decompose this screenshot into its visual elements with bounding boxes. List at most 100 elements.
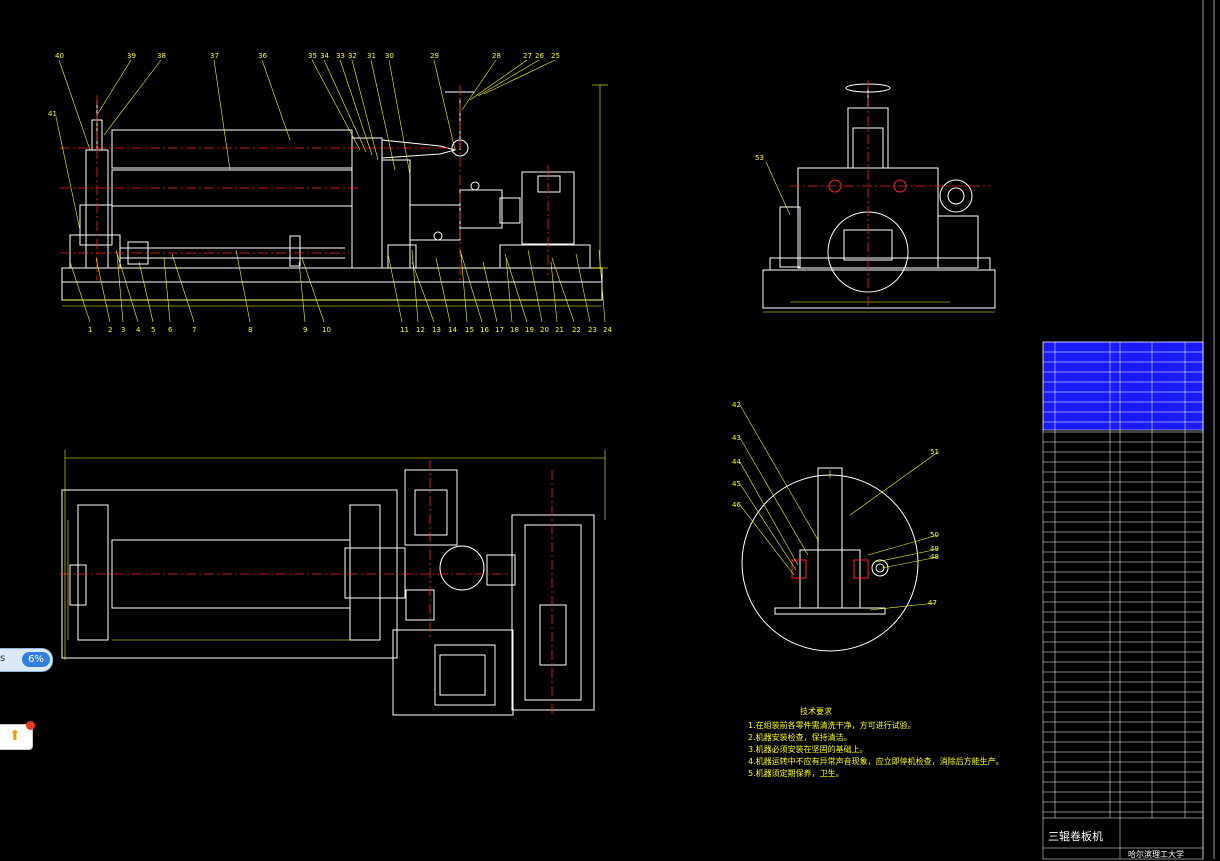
leader-line xyxy=(411,249,419,323)
side-view-centerlines xyxy=(790,80,990,308)
part-number-label: 33 xyxy=(336,52,345,60)
leader-line xyxy=(103,59,162,136)
part-number-label: 27 xyxy=(523,52,532,60)
front-view-centerlines xyxy=(60,85,549,280)
notification-dot-icon xyxy=(26,721,35,730)
part-number-label: 6 xyxy=(168,326,173,334)
leader-line xyxy=(482,261,498,323)
leader-line xyxy=(351,59,379,161)
leader-line xyxy=(96,59,132,116)
leader-line xyxy=(881,556,939,569)
part-number-label: 1 xyxy=(88,326,92,334)
part-number-label: 16 xyxy=(480,326,489,334)
leader-line xyxy=(477,59,540,97)
tech-req-title: 技术要求 xyxy=(800,706,832,716)
leader-line xyxy=(171,253,195,323)
zoom-prefix-text: s xyxy=(0,653,6,664)
part-number-label: 8 xyxy=(248,326,252,334)
part-number-label: 41 xyxy=(48,110,57,118)
leader-line xyxy=(504,253,528,323)
title-block-school: 哈尔滨理工大学 xyxy=(1128,849,1184,859)
tech-req-line-2: 2.机器安装检查，保持清洁。 xyxy=(748,732,852,742)
floating-tool-button[interactable]: ⬆ xyxy=(0,721,35,750)
leader-line xyxy=(551,257,575,323)
zoom-indicator-widget[interactable]: s 6% xyxy=(0,648,53,672)
leader-line xyxy=(433,59,456,151)
tech-req-line-4: 4.机器运转中不应有异常声音现象，应立即停机检查，消除后方能生产。 xyxy=(748,756,1004,766)
part-number-label: 13 xyxy=(432,326,441,334)
leader-line xyxy=(235,249,251,323)
part-number-label: 43 xyxy=(732,434,741,442)
part-number-label: 12 xyxy=(416,326,425,334)
part-number-label: 32 xyxy=(348,52,357,60)
zoom-percent-badge: 6% xyxy=(22,652,50,667)
leader-line xyxy=(460,253,468,323)
part-number-label: 44 xyxy=(732,458,741,466)
leader-line xyxy=(298,261,306,323)
side-view xyxy=(762,83,996,313)
part-number-label: 10 xyxy=(322,326,331,334)
part-number-label: 19 xyxy=(525,326,534,334)
part-number-label: 36 xyxy=(258,52,267,60)
leader-line xyxy=(435,257,451,323)
part-number-label: 28 xyxy=(492,52,501,60)
leader-line xyxy=(739,483,797,571)
part-number-label: 15 xyxy=(465,326,474,334)
leader-line xyxy=(138,261,154,323)
leader-line xyxy=(575,253,591,323)
leader-line xyxy=(598,249,606,323)
leader-line xyxy=(739,504,795,576)
front-view xyxy=(61,91,603,301)
part-number-label: 26 xyxy=(535,52,544,60)
part-number-label: 37 xyxy=(210,52,219,60)
leader-line xyxy=(505,257,513,323)
part-number-label: 24 xyxy=(603,326,612,334)
part-number-label: 40 xyxy=(55,52,64,60)
leader-line xyxy=(370,59,396,171)
title-block: 三辊卷板机 哈尔滨理工大学 xyxy=(1048,829,1184,859)
leader-line xyxy=(387,253,403,323)
leader-line xyxy=(469,59,528,101)
leader-line xyxy=(58,59,91,151)
top-view xyxy=(61,469,595,716)
leader-line xyxy=(323,59,367,153)
tech-requirements: 技术要求 1.在组装前各零件需清洗干净，方可进行试验。 2.机器安装检查，保持清… xyxy=(748,706,1004,778)
part-number-label: 2 xyxy=(108,326,112,334)
part-number-label: 35 xyxy=(308,52,317,60)
title-block-name: 三辊卷板机 xyxy=(1048,829,1103,843)
leader-line xyxy=(116,253,124,323)
leader-line xyxy=(867,534,939,556)
tech-req-line-1: 1.在组装前各零件需清洗干净，方可进行试验。 xyxy=(748,720,916,730)
top-view-centerlines xyxy=(60,460,553,715)
part-number-label: 47 xyxy=(928,599,937,607)
leader-line xyxy=(69,261,91,323)
leader-line xyxy=(261,59,291,141)
part-number-label: 50 xyxy=(930,531,939,539)
part-number-label: 14 xyxy=(448,326,457,334)
front-view-leaders xyxy=(55,59,606,323)
leader-line xyxy=(739,437,809,556)
leader-line xyxy=(875,548,939,563)
leader-line xyxy=(550,261,558,323)
side-view-label-group: 53 xyxy=(755,154,791,216)
tech-req-line-3: 3.机器必须安装在坚固的基础上。 xyxy=(748,744,868,754)
leader-line xyxy=(869,602,937,611)
part-number-label: 4 xyxy=(136,326,141,334)
leader-line xyxy=(55,116,81,231)
part-number-label: 42 xyxy=(732,401,741,409)
part-number-label: 46 xyxy=(732,501,741,509)
part-number-label: 31 xyxy=(367,52,376,60)
leader-line xyxy=(95,257,111,323)
tech-req-line-5: 5.机器须定期保养，卫生。 xyxy=(748,768,844,778)
leader-line xyxy=(849,451,939,516)
leader-line xyxy=(213,59,231,171)
leader-line xyxy=(527,249,543,323)
leader-line xyxy=(163,257,171,323)
part-number-label: 21 xyxy=(555,326,564,334)
leader-line xyxy=(483,59,556,95)
part-number-label: 29 xyxy=(430,52,439,60)
part-number-label: 51 xyxy=(930,448,939,456)
